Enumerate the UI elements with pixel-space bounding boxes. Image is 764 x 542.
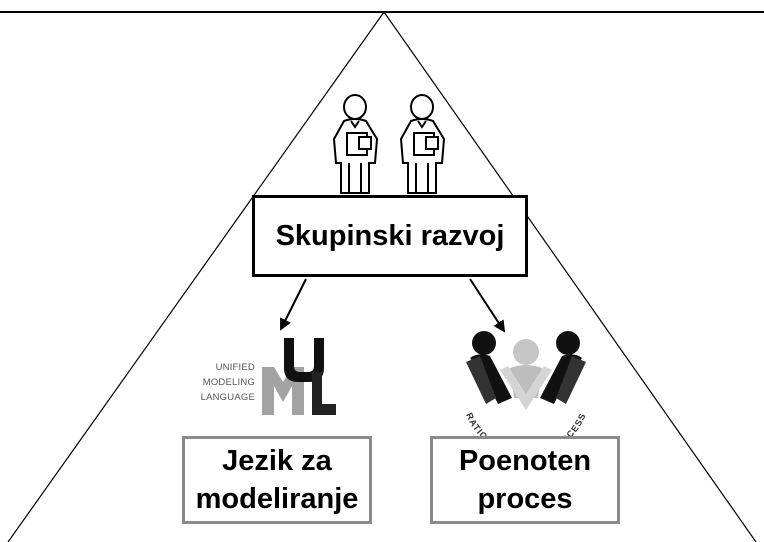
unified-process-line-1: Poenoten: [458, 445, 592, 477]
uml-logo-line-1: UNIFIED: [215, 362, 255, 373]
person-icon: [399, 94, 446, 194]
arrow-down-right-icon: [469, 278, 506, 333]
person-icon: [332, 94, 379, 194]
modeling-language-line-1: Jezik za: [222, 445, 332, 477]
team-development-box: Skupinski razvoj: [252, 195, 528, 277]
pyramid-outline: [7, 10, 757, 542]
team-development-label: Skupinski razvoj: [275, 219, 505, 252]
unified-process-box: Poenoten proces: [430, 436, 620, 524]
modeling-language-box: Jezik za modeliranje: [182, 436, 372, 524]
uml-logo-text: UNIFIED MODELING LANGUAGE: [193, 360, 255, 405]
uml-logo: [262, 338, 336, 415]
unified-process-line-2: proces: [477, 483, 573, 515]
modeling-language-line-2: modeliranje: [195, 483, 359, 515]
uml-logo-line-3: LANGUAGE: [200, 392, 255, 403]
uml-logo-line-2: MODELING: [202, 377, 255, 388]
arrow-down-left-icon: [280, 278, 307, 331]
